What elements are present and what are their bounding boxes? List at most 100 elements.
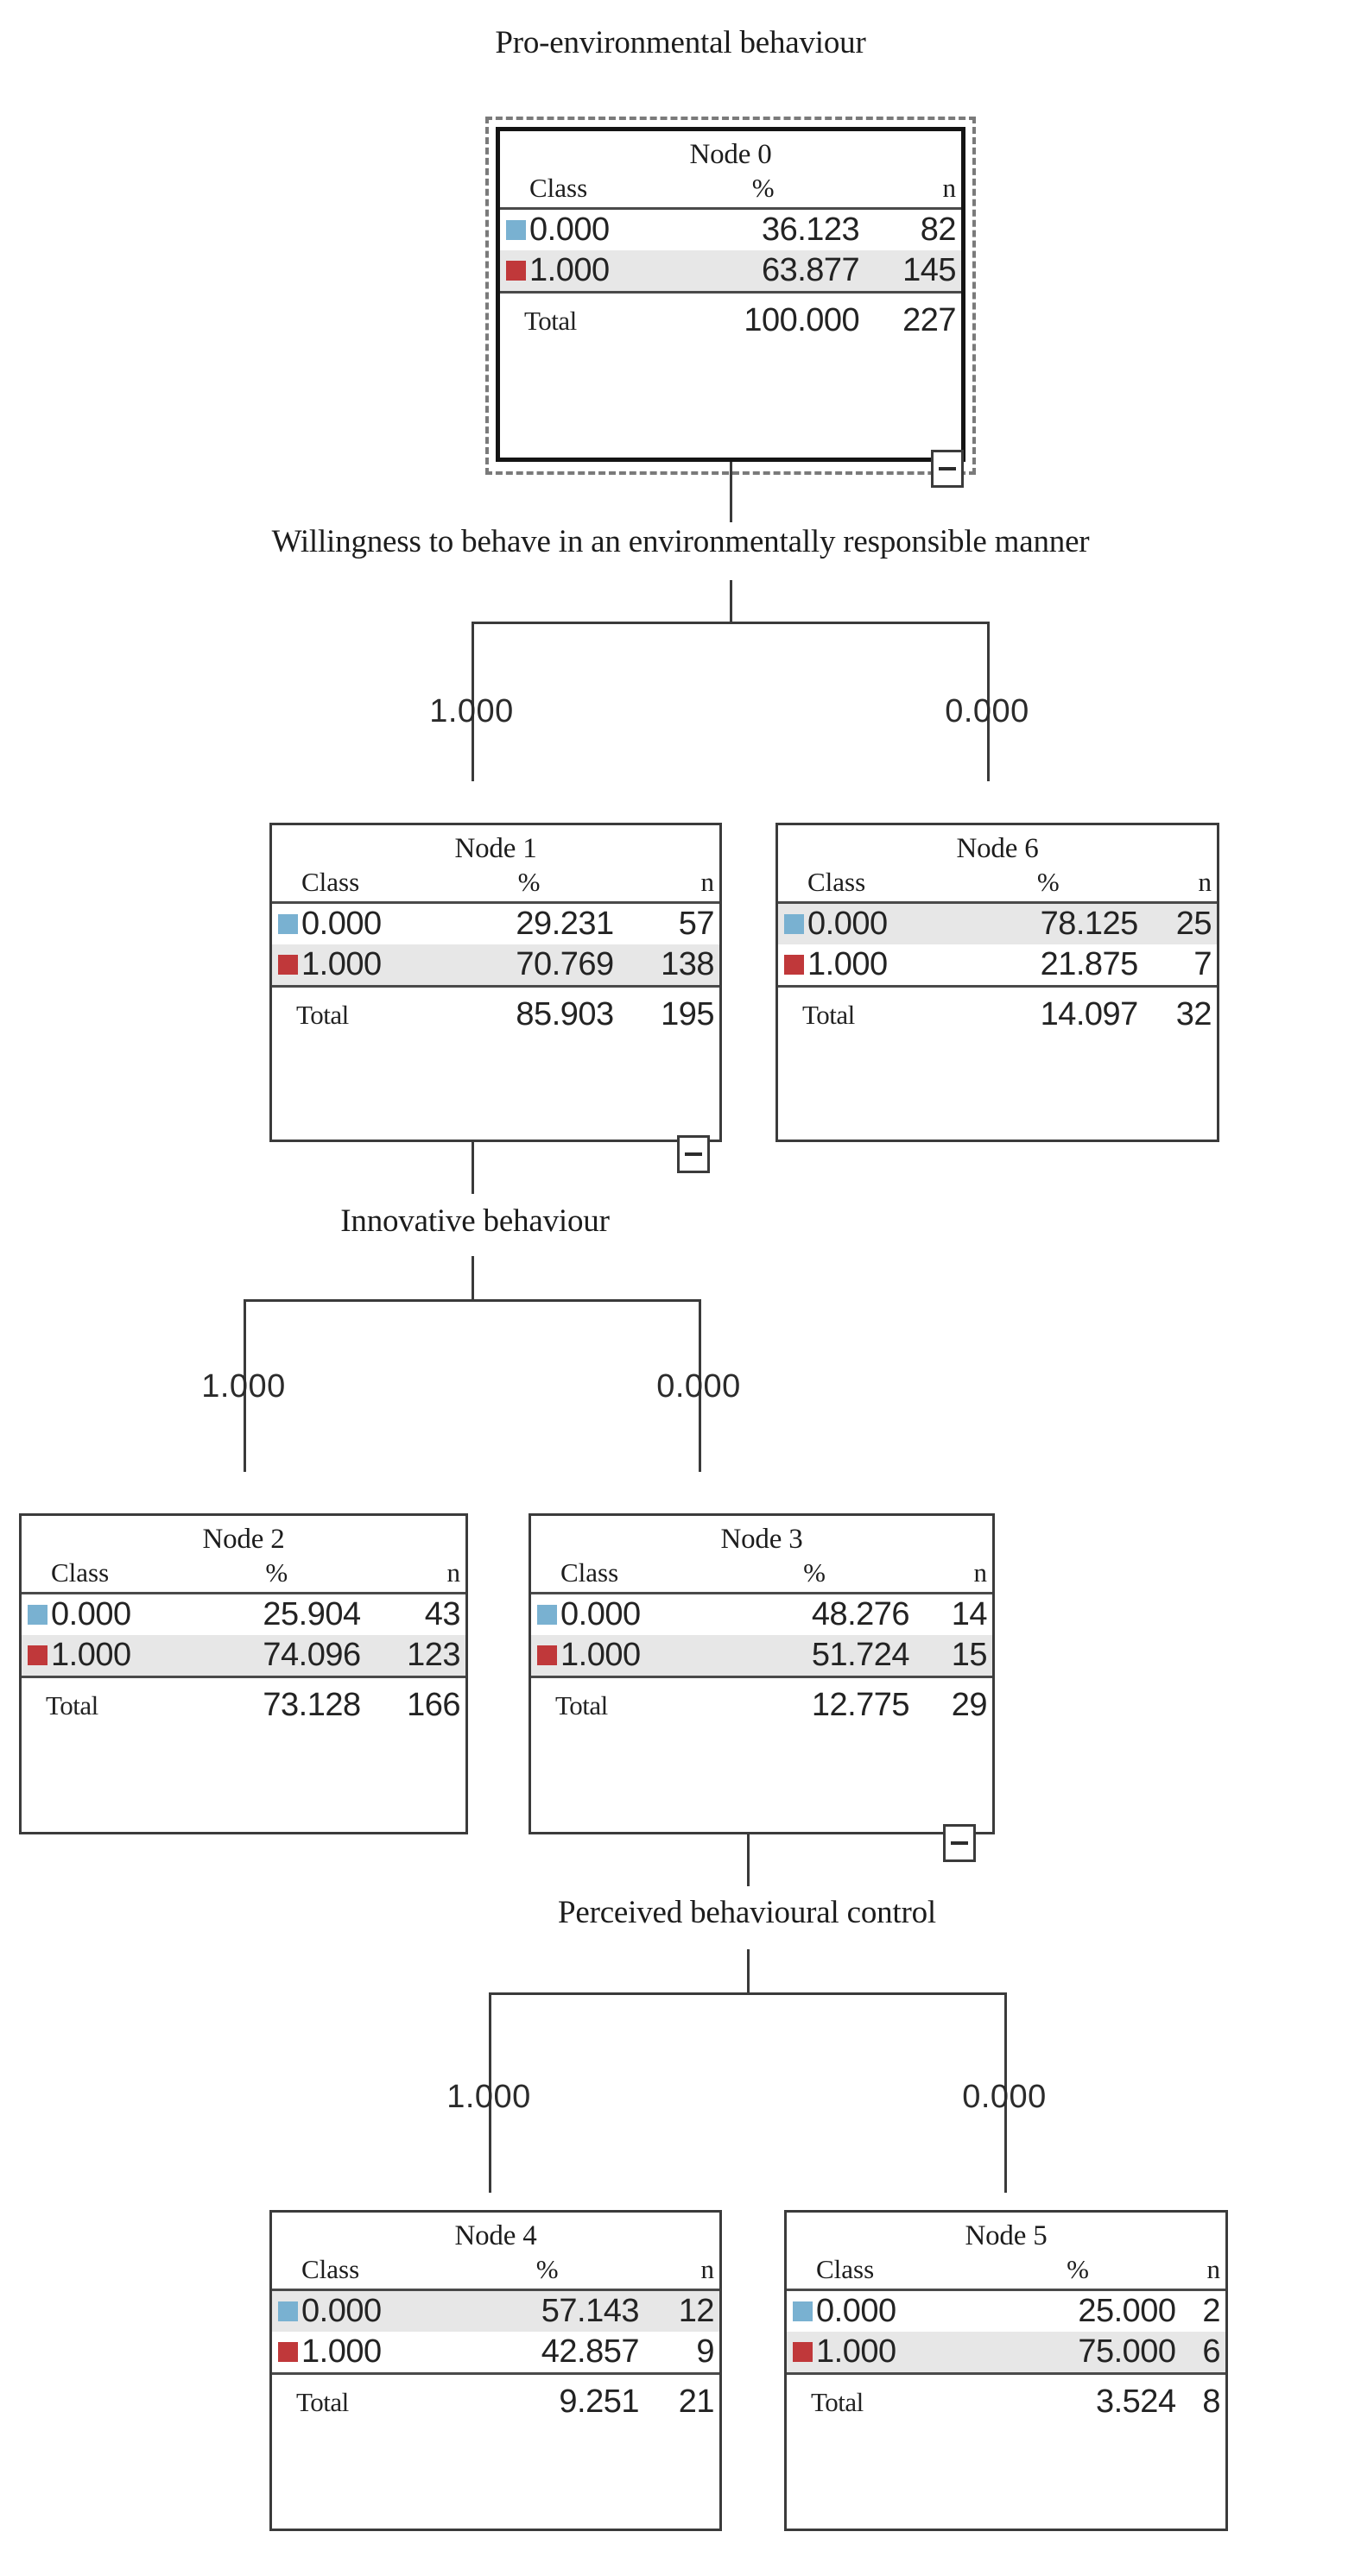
class-1-color-swatch-icon bbox=[506, 261, 526, 281]
branch-value-0: 0.000 bbox=[656, 1368, 741, 1405]
node-6-class1-label: 1.000 bbox=[807, 946, 888, 982]
node-3-header-pct: % bbox=[803, 1557, 826, 1588]
node-2-row-class1: 1.000 74.096 123 bbox=[22, 1635, 465, 1676]
node-0-class1-n: 145 bbox=[863, 250, 961, 291]
node-4-table: Class % n 0.000 57.143 12 1.000 42.857 9… bbox=[272, 2254, 719, 2426]
connector-split1-bar bbox=[472, 622, 990, 624]
node-4-class0-pct: 57.143 bbox=[452, 2289, 643, 2332]
node-3-swatch-class1-cell bbox=[531, 1635, 560, 1676]
node-4-row-class0: 0.000 57.143 12 bbox=[272, 2289, 719, 2332]
node-6-swatch-class1-cell bbox=[778, 944, 807, 985]
node-0[interactable]: Node 0 Class % n 0.000 36.123 82 1.000 6… bbox=[496, 127, 965, 462]
node-2-class0-n: 43 bbox=[424, 1596, 461, 1632]
node-3-class1-pct: 51.724 bbox=[716, 1635, 914, 1676]
node-1-header-row: Class % n bbox=[272, 867, 719, 901]
node-1-row-class0: 0.000 29.231 57 bbox=[272, 903, 719, 945]
node-1-swatch-class0-cell bbox=[272, 903, 301, 945]
connector-split3-down bbox=[747, 1949, 750, 1994]
branch-value-0: 0.000 bbox=[962, 2079, 1047, 2115]
class-0-color-swatch-icon bbox=[278, 914, 298, 934]
node-4-class1-label: 1.000 bbox=[301, 2333, 382, 2370]
node-6-row-class0: 0.000 78.125 25 bbox=[778, 902, 1217, 944]
node-5-header-pct: % bbox=[1067, 2254, 1089, 2284]
node-4-total-label: Total bbox=[296, 2386, 349, 2417]
node-1-class1-pct: 70.769 bbox=[440, 944, 617, 985]
node-1-total-row: Total 85.903 195 bbox=[272, 987, 719, 1039]
node-1-table: Class % n 0.000 29.231 57 1.000 70.769 1… bbox=[272, 867, 719, 1039]
node-3-header-swatch-cell bbox=[531, 1557, 560, 1592]
node-4-header-row: Class % n bbox=[272, 2254, 719, 2289]
node-6-row-class1: 1.000 21.875 7 bbox=[778, 944, 1217, 985]
class-1-color-swatch-icon bbox=[793, 2342, 813, 2362]
node-4-class1-pct: 42.857 bbox=[541, 2333, 640, 2370]
class-0-color-swatch-icon bbox=[506, 220, 526, 240]
node-0-header-n: n bbox=[942, 173, 957, 203]
split-innovative-label: Innovative behaviour bbox=[130, 1203, 820, 1240]
minus-icon bbox=[685, 1152, 702, 1156]
node-2-header-n: n bbox=[446, 1557, 461, 1588]
class-1-color-swatch-icon bbox=[278, 955, 298, 975]
branch-label-split3-left: 1.000 bbox=[394, 2079, 584, 2116]
node-6-class0-label: 0.000 bbox=[807, 902, 955, 944]
node-3-class0-n: 14 bbox=[951, 1596, 988, 1632]
node-5-row-class0: 0.000 25.000 2 bbox=[787, 2290, 1225, 2333]
split-pbc-text: Perceived behavioural control bbox=[557, 1895, 937, 1930]
branch-label-split3-right: 0.000 bbox=[909, 2079, 1099, 2116]
node-4-header-rule bbox=[272, 2288, 719, 2291]
node-6-class0-pct: 78.125 bbox=[954, 902, 1142, 944]
branch-label-split1-right: 0.000 bbox=[892, 693, 1082, 730]
node-0-total-n: 227 bbox=[902, 302, 956, 338]
node-5-class0-n: 2 bbox=[1202, 2293, 1220, 2329]
node-0-collapse-button[interactable] bbox=[931, 450, 964, 488]
node-2[interactable]: Node 2 Class % n 0.000 25.904 43 1.000 7… bbox=[19, 1513, 468, 1834]
node-3-table: Class % n 0.000 48.276 14 1.000 51.724 1… bbox=[531, 1557, 992, 1729]
node-0-class0-n: 82 bbox=[920, 212, 957, 248]
connector-node1-down bbox=[472, 1142, 474, 1194]
node-5[interactable]: Node 5 Class % n 0.000 25.000 2 1.000 75… bbox=[784, 2210, 1228, 2531]
node-1[interactable]: Node 1 Class % n 0.000 29.231 57 1.000 7… bbox=[269, 823, 722, 1142]
node-4-class1-n: 9 bbox=[696, 2333, 714, 2370]
node-3-row-class1: 1.000 51.724 15 bbox=[531, 1635, 992, 1676]
node-6-header-rule bbox=[778, 900, 1217, 904]
node-1-class1-n: 138 bbox=[617, 944, 719, 985]
node-2-total-pct: 73.128 bbox=[263, 1687, 361, 1723]
node-5-table: Class % n 0.000 25.000 2 1.000 75.000 6 … bbox=[787, 2254, 1225, 2426]
node-0-total-label: Total bbox=[524, 305, 577, 336]
node-1-collapse-button[interactable] bbox=[677, 1135, 710, 1173]
node-4-swatch-class0-cell bbox=[272, 2289, 301, 2332]
class-1-color-swatch-icon bbox=[537, 1645, 557, 1665]
node-6-header-row: Class % n bbox=[778, 867, 1217, 901]
node-4[interactable]: Node 4 Class % n 0.000 57.143 12 1.000 4… bbox=[269, 2210, 722, 2531]
node-5-title: Node 5 bbox=[965, 2220, 1048, 2251]
node-1-header-class: Class bbox=[301, 867, 360, 897]
connector-split2-bar bbox=[244, 1299, 701, 1302]
node-0-row-class0: 0.000 36.123 82 bbox=[500, 209, 961, 251]
node-0-table: Class % n 0.000 36.123 82 1.000 63.877 1… bbox=[500, 173, 961, 344]
root-title-text: Pro-environmental behaviour bbox=[495, 25, 866, 60]
node-3-row-class0: 0.000 48.276 14 bbox=[531, 1594, 992, 1636]
node-5-total-pct: 3.524 bbox=[1095, 2383, 1176, 2420]
connector-split1-down bbox=[730, 580, 732, 623]
node-6[interactable]: Node 6 Class % n 0.000 78.125 25 1.000 2… bbox=[775, 823, 1219, 1142]
split-willingness-text: Willingness to behave in an environmenta… bbox=[271, 524, 1090, 559]
node-3[interactable]: Node 3 Class % n 0.000 48.276 14 1.000 5… bbox=[529, 1513, 995, 1834]
node-5-header-n: n bbox=[1206, 2254, 1221, 2284]
node-1-total-pct: 85.903 bbox=[516, 996, 614, 1032]
node-2-total-n: 166 bbox=[407, 1687, 460, 1723]
node-1-total-label: Total bbox=[296, 999, 349, 1030]
node-6-total-pct: 14.097 bbox=[1040, 996, 1139, 1032]
node-2-class1-label: 1.000 bbox=[51, 1635, 190, 1676]
branch-label-split1-left: 1.000 bbox=[377, 693, 567, 730]
node-3-title: Node 3 bbox=[720, 1524, 803, 1555]
class-1-color-swatch-icon bbox=[278, 2342, 298, 2362]
node-4-header-n: n bbox=[700, 2254, 715, 2284]
node-5-row-class1: 1.000 75.000 6 bbox=[787, 2332, 1225, 2372]
node-4-swatch-class1-cell bbox=[272, 2332, 301, 2372]
node-3-swatch-class0-cell bbox=[531, 1594, 560, 1636]
node-3-header-rule bbox=[531, 1591, 992, 1594]
node-3-collapse-button[interactable] bbox=[943, 1824, 976, 1862]
node-6-title: Node 6 bbox=[956, 833, 1039, 864]
node-3-total-label: Total bbox=[555, 1689, 608, 1720]
node-2-header-rule bbox=[22, 1591, 465, 1594]
